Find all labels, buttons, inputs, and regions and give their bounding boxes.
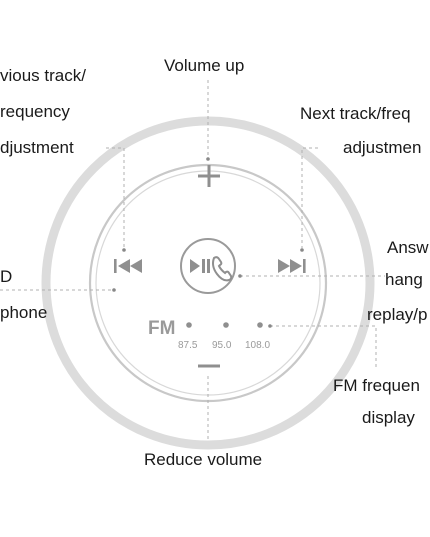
fm-freq-2: 95.0 <box>212 340 232 351</box>
previous-track-icon <box>114 259 142 273</box>
inner-ring-thin <box>95 170 321 396</box>
fm-label: FM <box>148 318 175 339</box>
fm-display-label-1: FM frequen <box>333 376 420 395</box>
play-pause-button-ring <box>180 238 236 294</box>
fm-freq-1: 87.5 <box>178 340 198 351</box>
play-pause-icon <box>190 259 210 273</box>
prev-track-label-3: djustment <box>0 138 74 157</box>
answer-label-2: hang <box>385 270 423 289</box>
plus-icon <box>198 165 220 187</box>
next-track-label-2: adjustmen <box>343 138 422 157</box>
fm-dots <box>186 322 263 328</box>
answer-label-1: Answ <box>387 238 429 257</box>
led-label-2: phone <box>0 303 48 322</box>
leader-lines <box>0 80 385 442</box>
led-label-1: D <box>0 267 13 286</box>
fm-display-label-2: display <box>362 408 415 427</box>
prev-track-label-2: requency <box>0 102 70 121</box>
phone-icon <box>212 256 233 282</box>
reduce-volume-label: Reduce volume <box>144 450 263 469</box>
volume-up-label: Volume up <box>164 56 245 75</box>
prev-track-label-1: vious track/ <box>0 66 86 85</box>
next-track-label-1: Next track/freq <box>300 104 411 123</box>
outer-ring <box>41 116 375 450</box>
answer-label-3: replay/p <box>367 305 428 324</box>
next-track-icon <box>278 259 306 273</box>
leader-dots <box>112 157 304 328</box>
fm-freq-3: 108.0 <box>245 340 270 351</box>
